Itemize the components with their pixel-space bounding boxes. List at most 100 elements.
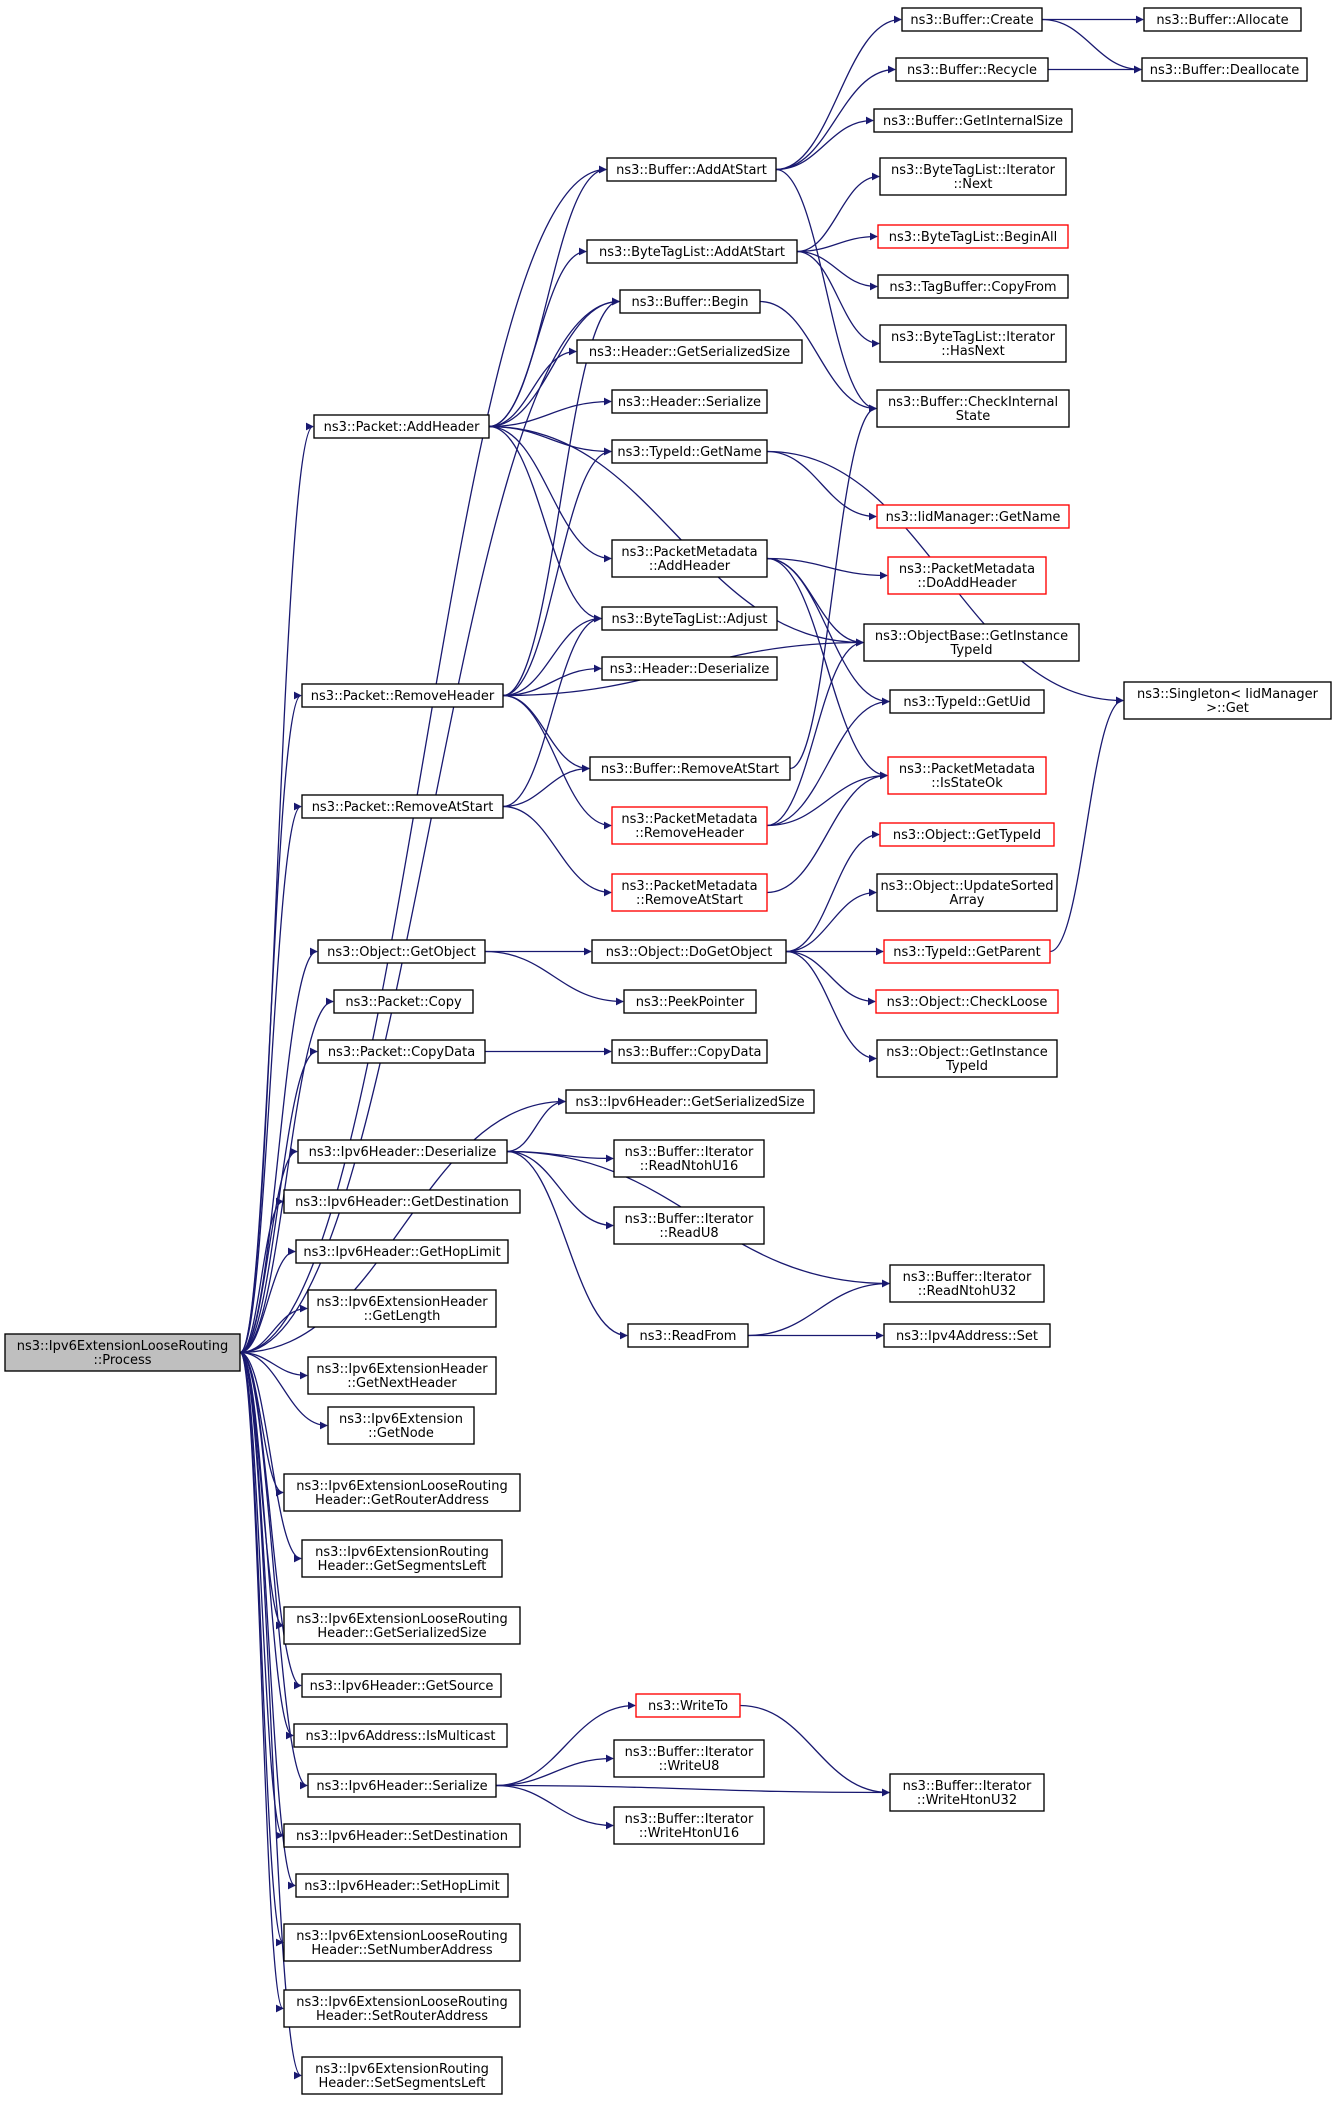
edge (239, 297, 620, 1354)
node-label: ns3::Object::DoGetObject (606, 945, 773, 960)
function-node[interactable]: ns3::ByteTagList::Iterator::Next (879, 157, 1067, 196)
function-node[interactable]: ns3::Packet::AddHeader (313, 414, 490, 439)
function-node[interactable]: ns3::Ipv6Header::Deserialize (297, 1139, 508, 1164)
function-node[interactable]: ns3::Buffer::Allocate (1143, 7, 1302, 32)
function-node[interactable]: ns3::Object::DoGetObject (591, 939, 787, 964)
function-node[interactable]: ns3::Ipv6Address::IsMulticast (293, 1723, 508, 1748)
function-node[interactable]: ns3::TypeId::GetUid (889, 689, 1045, 714)
function-node[interactable]: ns3::Buffer::Iterator::ReadU8 (613, 1206, 765, 1245)
function-node[interactable]: ns3::Ipv6ExtensionLooseRoutingHeader::Ge… (283, 1606, 521, 1645)
function-node[interactable]: ns3::Ipv6ExtensionRoutingHeader::GetSegm… (301, 1539, 503, 1578)
function-node[interactable]: ns3::Buffer::Deallocate (1141, 57, 1308, 82)
function-node[interactable]: ns3::Buffer::Iterator::WriteHtonU16 (613, 1806, 765, 1845)
function-node[interactable]: ns3::Ipv6Header::Serialize (307, 1773, 497, 1798)
edge (796, 250, 878, 291)
function-node[interactable]: ns3::Ipv6Header::GetSerializedSize (565, 1089, 815, 1114)
function-node[interactable]: ns3::Ipv4Address::Set (883, 1323, 1051, 1348)
call-edge (766, 557, 888, 780)
node-box (301, 1673, 502, 1698)
function-node[interactable]: ns3::Buffer::GetInternalSize (873, 108, 1073, 133)
function-node[interactable]: ns3::Ipv6ExtensionLooseRouting::Process (4, 1333, 241, 1372)
edge (1049, 696, 1124, 953)
function-node[interactable]: ns3::Buffer::AddAtStart (606, 157, 777, 182)
node-label: ns3::Packet::CopyData (328, 1045, 475, 1060)
function-node[interactable]: ns3::ByteTagList::Iterator::HasNext (879, 324, 1067, 363)
function-node[interactable]: ns3::Ipv6Extension::GetNode (327, 1406, 475, 1445)
function-node[interactable]: ns3::Buffer::Create (901, 7, 1043, 32)
function-node[interactable]: ns3::Buffer::Iterator::WriteHtonU32 (889, 1773, 1045, 1812)
function-node[interactable]: ns3::TypeId::GetParent (883, 939, 1051, 964)
function-node[interactable]: ns3::ByteTagList::Adjust (601, 606, 778, 631)
function-node[interactable]: ns3::Buffer::RemoveAtStart (589, 756, 791, 781)
function-node[interactable]: ns3::ReadFrom (627, 1323, 749, 1348)
function-node[interactable]: ns3::Buffer::Iterator::WriteU8 (613, 1739, 765, 1778)
node-box (333, 989, 474, 1014)
function-node[interactable]: ns3::Packet::RemoveAtStart (301, 794, 504, 819)
call-edge (239, 1197, 284, 1354)
call-edge (488, 425, 602, 623)
call-edge (502, 805, 612, 897)
function-node[interactable]: ns3::Ipv6ExtensionHeader::GetNextHeader (307, 1356, 497, 1395)
function-node[interactable]: ns3::Singleton< IidManager>::Get (1123, 681, 1332, 720)
function-node[interactable]: ns3::Ipv6Header::GetHopLimit (295, 1239, 509, 1264)
function-node[interactable]: ns3::PacketMetadata::IsStateOk (887, 756, 1047, 795)
node-box (611, 439, 768, 464)
node-label: ns3::Buffer::Iterator (903, 1779, 1032, 1794)
call-edge (766, 450, 877, 521)
function-node[interactable]: ns3::PeekPointer (623, 989, 757, 1014)
node-label: ::IsStateOk (931, 776, 1003, 791)
function-node[interactable]: ns3::Ipv6Header::GetDestination (283, 1189, 521, 1214)
function-node[interactable]: ns3::Buffer::Iterator::ReadNtohU32 (889, 1264, 1045, 1303)
function-node[interactable]: ns3::Ipv6ExtensionRoutingHeader::SetSegm… (301, 2056, 503, 2095)
function-node[interactable]: ns3::Ipv6Header::GetSource (301, 1673, 502, 1698)
node-label: ns3::PacketMetadata (899, 562, 1035, 577)
function-node[interactable]: ns3::Ipv6ExtensionLooseRoutingHeader::Ge… (283, 1473, 521, 1512)
node-label: ns3::Ipv6ExtensionLooseRouting (296, 1995, 507, 2010)
call-edge (239, 1351, 308, 1790)
function-node[interactable]: ns3::Ipv6Header::SetDestination (283, 1823, 521, 1848)
function-node[interactable]: ns3::Packet::RemoveHeader (301, 683, 504, 708)
function-node[interactable]: ns3::Ipv6Header::SetHopLimit (295, 1873, 509, 1898)
edge (495, 1701, 636, 1787)
function-node[interactable]: ns3::Packet::CopyData (317, 1039, 486, 1064)
node-label: ns3::Header::Deserialize (610, 662, 770, 677)
function-node[interactable]: ns3::ByteTagList::AddAtStart (586, 239, 798, 264)
function-node[interactable]: ns3::ByteTagList::BeginAll (877, 224, 1069, 249)
function-node[interactable]: ns3::TypeId::GetName (611, 439, 768, 464)
function-node[interactable]: ns3::Ipv6ExtensionHeader::GetLength (307, 1289, 497, 1328)
function-node[interactable]: ns3::PacketMetadata::RemoveHeader (611, 806, 768, 845)
call-edge (239, 1351, 328, 1430)
function-node[interactable]: ns3::Object::GetObject (317, 939, 486, 964)
edge (484, 950, 624, 1006)
function-node[interactable]: ns3::Header::Serialize (611, 389, 768, 414)
function-node[interactable]: ns3::Buffer::Begin (619, 289, 761, 314)
function-node[interactable]: ns3::Header::Deserialize (601, 656, 778, 681)
call-edge (796, 172, 880, 253)
function-node[interactable]: ns3::WriteTo (635, 1693, 741, 1718)
function-node[interactable]: ns3::Ipv6ExtensionLooseRoutingHeader::Se… (283, 1923, 521, 1962)
node-box (611, 389, 768, 414)
function-node[interactable]: ns3::Ipv6ExtensionLooseRoutingHeader::Se… (283, 1989, 521, 2028)
function-node[interactable]: ns3::Buffer::CopyData (611, 1039, 768, 1064)
function-node[interactable]: ns3::Buffer::Recycle (895, 57, 1049, 82)
call-edge (239, 802, 302, 1354)
call-edge (239, 1351, 284, 1840)
node-box (295, 1873, 509, 1898)
function-node[interactable]: ns3::PacketMetadata::RemoveAtStart (611, 873, 768, 912)
call-edge (775, 15, 902, 171)
function-node[interactable]: ns3::Buffer::Iterator::ReadNtohU16 (613, 1139, 765, 1178)
edge (502, 805, 612, 897)
function-node[interactable]: ns3::Packet::Copy (333, 989, 474, 1014)
function-node[interactable]: ns3::IidManager::GetName (876, 504, 1070, 529)
function-node[interactable]: ns3::TagBuffer::CopyFrom (877, 274, 1069, 299)
call-edge (739, 1704, 890, 1797)
function-node[interactable]: ns3::PacketMetadata::DoAddHeader (887, 556, 1047, 595)
function-node[interactable]: ns3::PacketMetadata::AddHeader (611, 539, 768, 578)
function-node[interactable]: ns3::Header::GetSerializedSize (576, 339, 803, 364)
function-node[interactable]: ns3::Object::CheckLoose (875, 989, 1059, 1014)
function-node[interactable]: ns3::Object::GetTypeId (879, 822, 1055, 847)
